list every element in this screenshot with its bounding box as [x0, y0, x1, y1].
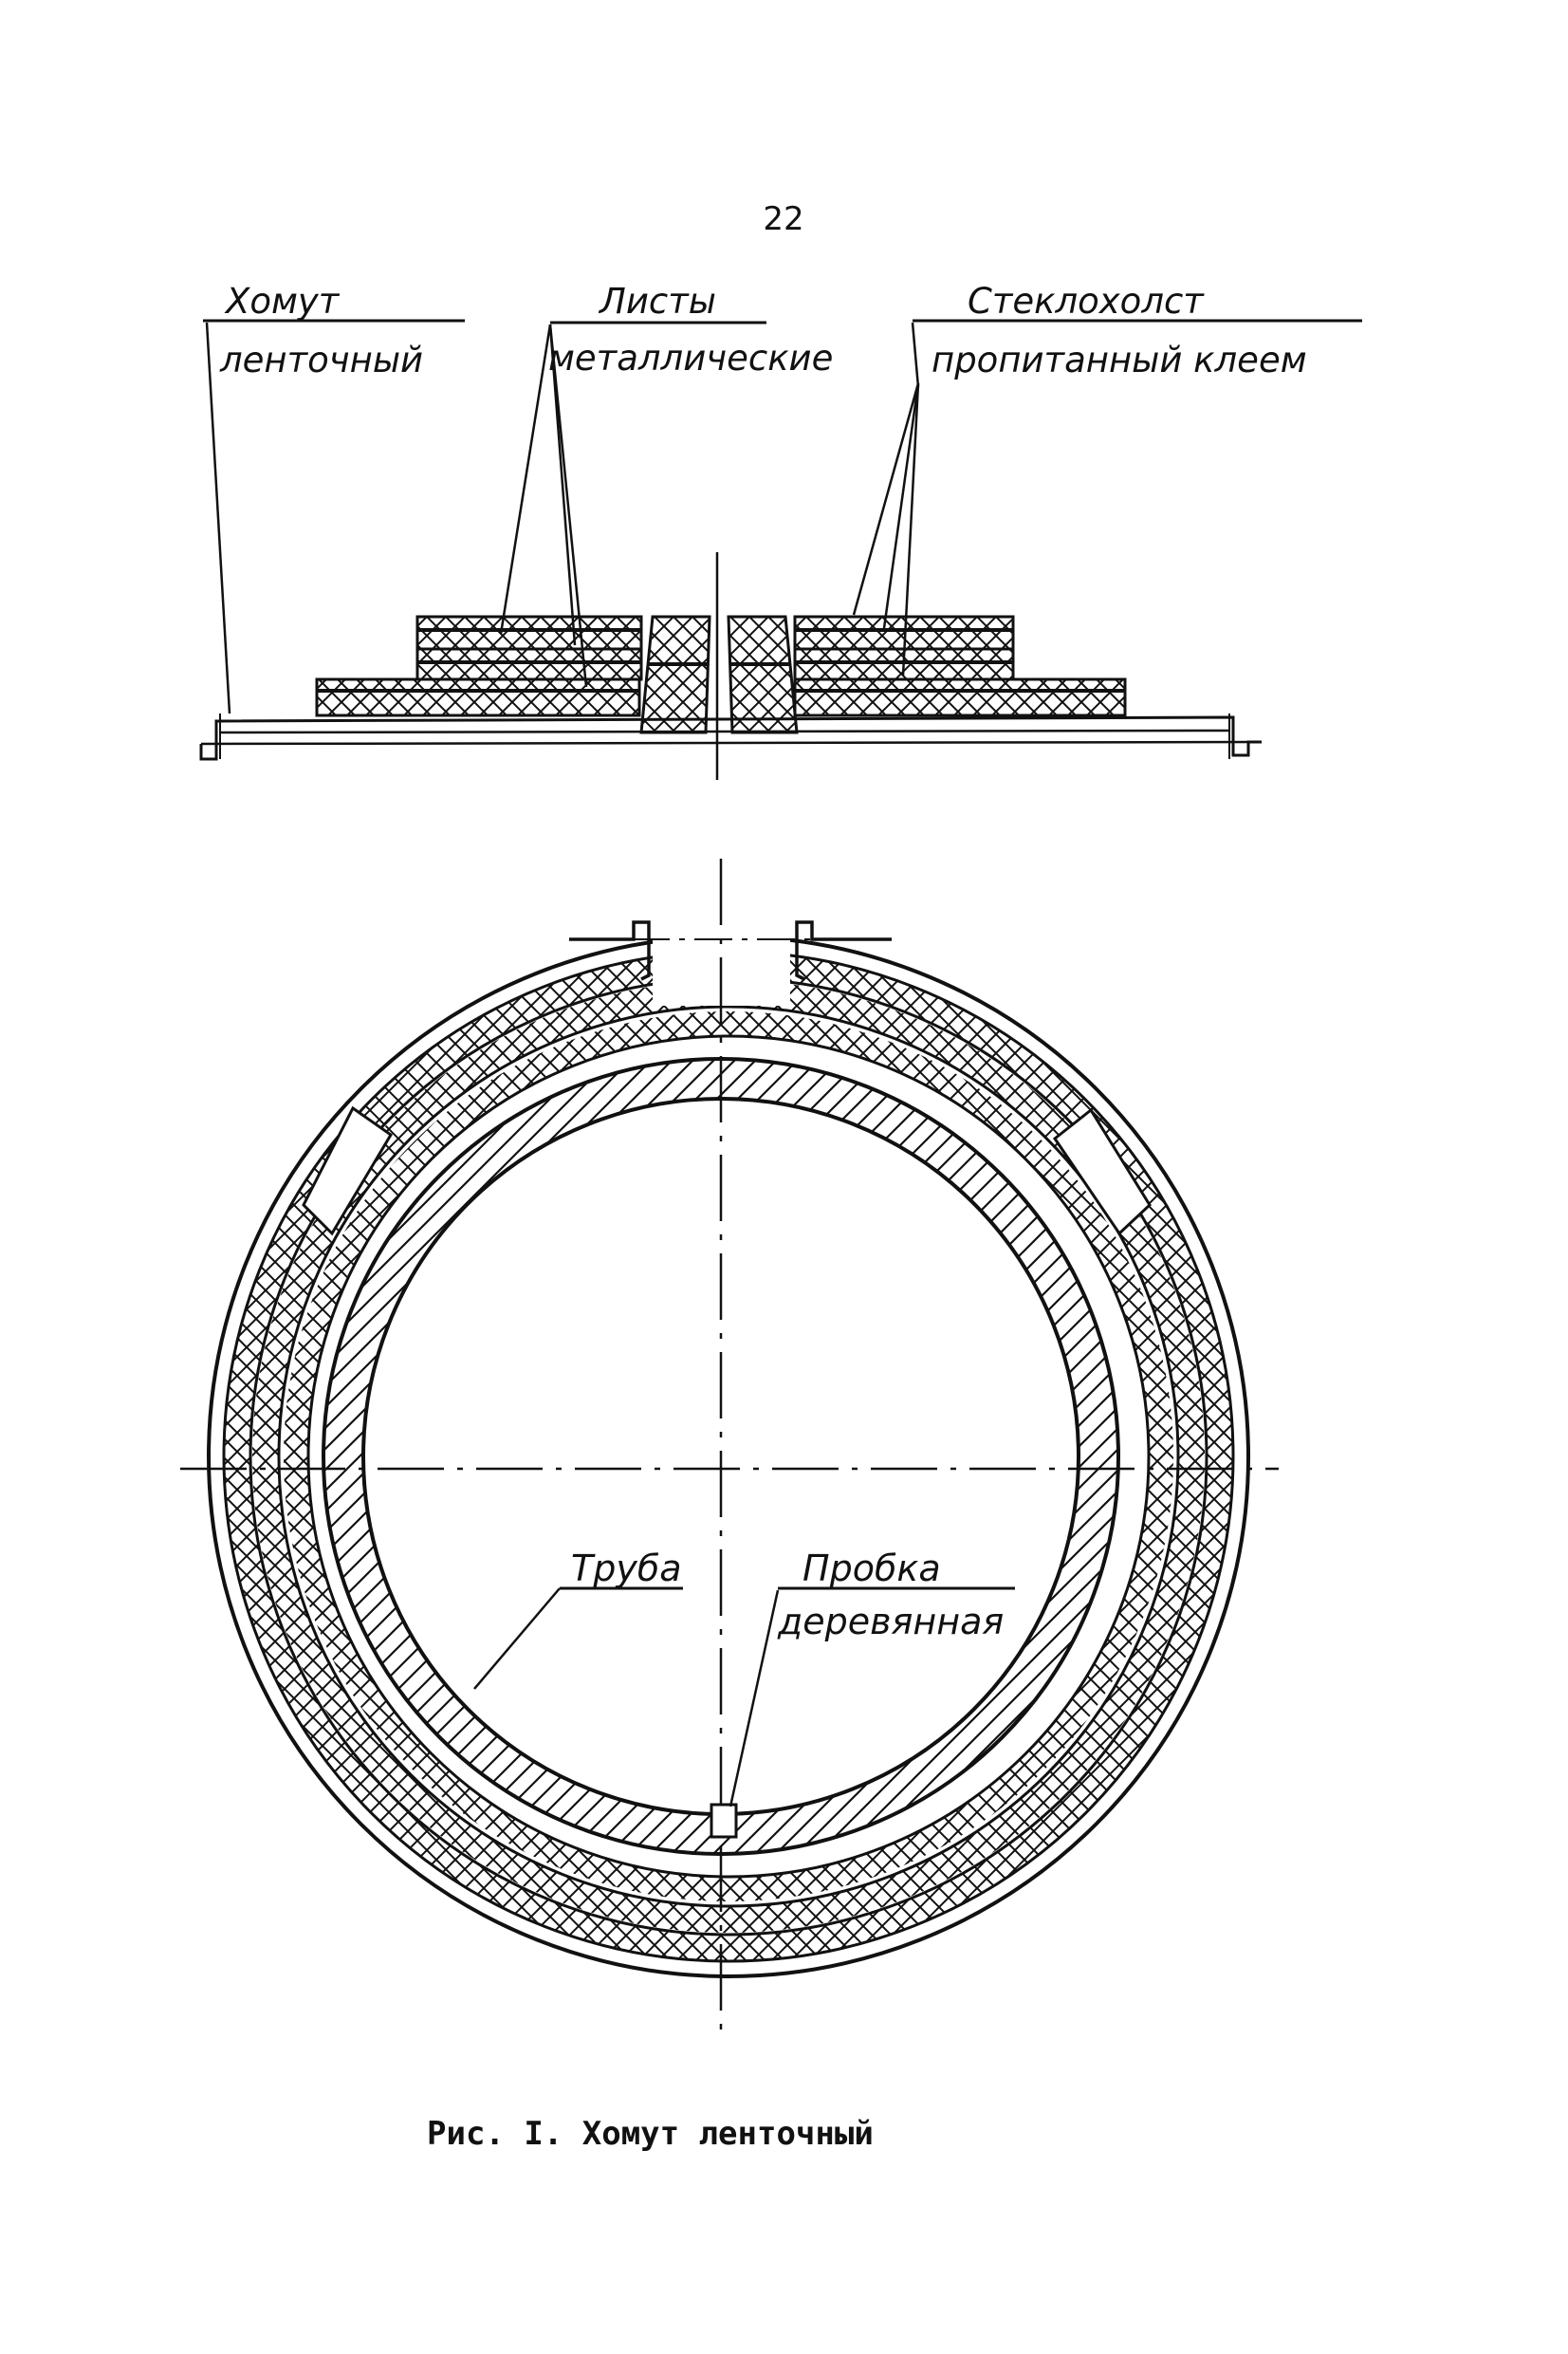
label-glass-line2: пропитанный клеем: [932, 340, 1307, 380]
wooden-plug: [710, 1803, 738, 1839]
label-clamp-line1: Хомут: [224, 281, 341, 322]
glass-layer-inner: [284, 1011, 1173, 1901]
glass-layer-middle: [252, 980, 1205, 1933]
section-view: Хомут ленточный Листы металлические Стек…: [199, 281, 1362, 780]
glass-layer-outer: [224, 952, 1233, 1961]
right-layer-step: [1052, 1107, 1152, 1236]
clamp-outer-edge: [207, 935, 1250, 1978]
label-plug-line2: деревянная: [777, 1601, 1004, 1642]
label-plug: Пробка деревянная: [729, 1548, 1015, 1807]
label-sheets-line1: Листы: [598, 281, 716, 322]
leader-clamp: [205, 322, 231, 714]
label-pipe: Труба: [473, 1548, 683, 1690]
right-ear-flange: [795, 920, 892, 981]
center-joint: [639, 615, 799, 734]
label-clamp: Хомут ленточный: [203, 281, 465, 714]
upper-layer-stack: [415, 615, 1015, 681]
left-ear-flange: [569, 920, 651, 981]
label-sheets-line2: металлические: [548, 338, 833, 379]
ring-view: Труба Пробка деревянная: [180, 859, 1279, 2030]
label-clamp-line2: ленточный: [219, 340, 423, 380]
page-number: 22: [763, 200, 803, 238]
clamp-strip: [199, 715, 1262, 761]
lower-layer-stack: [315, 677, 1127, 717]
label-sheets: Листы металлические: [499, 281, 833, 688]
label-glass-line1: Стеклохолст: [968, 281, 1205, 322]
label-plug-line1: Пробка: [802, 1548, 941, 1589]
label-pipe-text: Труба: [571, 1548, 682, 1589]
figure-caption: Рис. I. Хомут ленточный: [427, 2115, 874, 2153]
left-layer-step: [302, 1105, 394, 1236]
